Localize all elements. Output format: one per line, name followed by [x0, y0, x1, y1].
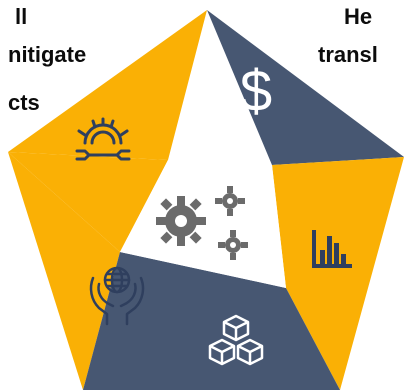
gears-icon	[156, 186, 248, 260]
bar-chart-icon	[312, 230, 352, 268]
segment-right	[272, 157, 404, 390]
fragment-he: He	[344, 4, 373, 29]
segment-upper-left-fill	[8, 152, 168, 252]
cubes-icon	[208, 314, 264, 366]
segment-upper-left	[8, 10, 207, 160]
svg-text:$: $	[240, 58, 272, 123]
dollar-icon: $	[240, 58, 272, 123]
fragment-cts: cts	[8, 90, 40, 115]
fragment-ll: ll	[15, 4, 28, 29]
segment-top	[207, 10, 404, 165]
fragment-mitigate: nitigate	[8, 42, 87, 67]
segment-bottom	[83, 252, 340, 390]
segment-left	[8, 152, 120, 390]
globe-hands-icon	[89, 266, 145, 326]
gear-wrench-icon	[75, 117, 131, 161]
fragment-transl: transl	[318, 42, 378, 67]
